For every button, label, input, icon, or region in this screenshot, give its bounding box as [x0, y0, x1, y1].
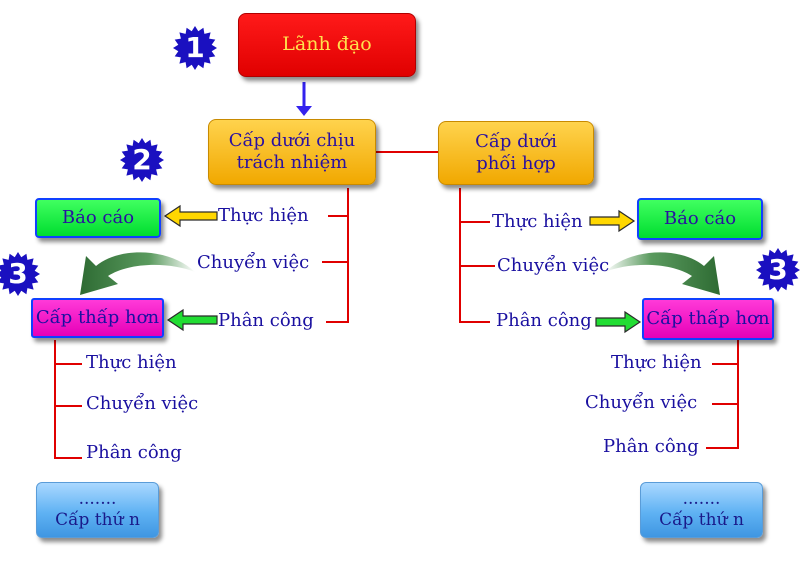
- report-box-left: Báo cáo: [35, 198, 161, 238]
- arrow-left-green-icon: [166, 308, 218, 332]
- connector-coordinate-trunk: [459, 188, 490, 323]
- level-n-dots: .......: [682, 488, 721, 509]
- level-n-label: Cấp thứ n: [659, 510, 744, 530]
- responsible-box: Cấp dưới chịu trách nhiệm: [208, 119, 376, 185]
- badge-number-3-left: 3: [8, 257, 28, 290]
- lower-level-box-left: Cấp thấp hơn: [31, 298, 164, 338]
- lower-right-branch-transfer: Chuyển việc: [585, 392, 698, 413]
- curved-arrow-left-icon: [80, 252, 195, 295]
- lower-left-branch-execute: Thực hiện: [86, 352, 177, 373]
- lower-right-branch-assign: Phân công: [603, 436, 699, 457]
- step-badge-3-left-icon: [0, 252, 40, 296]
- connector-lower-right-trunk: [706, 340, 739, 449]
- level-n-box-left: ....... Cấp thứ n: [36, 482, 159, 538]
- responsible-branch-transfer: Chuyển việc: [197, 252, 310, 273]
- level-n-label: Cấp thứ n: [55, 510, 140, 530]
- step-badge-3-right-icon: [756, 248, 800, 292]
- leader-box: Lãnh đạo: [238, 13, 416, 77]
- badge-number-2: 2: [132, 143, 152, 176]
- arrow-left-yellow-icon: [163, 204, 218, 228]
- responsible-branch-assign: Phân công: [218, 310, 314, 331]
- lower-left-branch-transfer: Chuyển việc: [86, 393, 199, 414]
- step-badge-1-icon: [173, 26, 217, 70]
- report-box-right: Báo cáo: [637, 198, 763, 240]
- level-n-dots: .......: [78, 488, 117, 509]
- coordinate-branch-transfer: Chuyển việc: [497, 255, 610, 276]
- responsible-branch-execute: Thực hiện: [218, 205, 309, 226]
- coordinate-box: Cấp dưới phối hợp: [438, 121, 594, 185]
- curved-arrow-right-icon: [605, 252, 720, 295]
- step-badge-2-icon: [120, 138, 164, 182]
- coordinate-branch-assign: Phân công: [496, 310, 592, 331]
- connector-lines: [54, 151, 739, 459]
- connector-lower-left-trunk: [54, 340, 82, 459]
- connector-responsible-trunk: [326, 188, 349, 323]
- level-n-box-right: ....... Cấp thứ n: [640, 482, 763, 538]
- badge-number-1: 1: [185, 31, 205, 64]
- arrow-right-green-icon: [595, 310, 642, 334]
- badge-number-3-right: 3: [768, 253, 788, 286]
- lower-left-branch-assign: Phân công: [86, 442, 182, 463]
- arrow-right-yellow-icon: [589, 209, 636, 233]
- coordinate-branch-execute: Thực hiện: [492, 211, 583, 232]
- arrow-down-icon: [296, 82, 312, 116]
- lower-right-branch-execute: Thực hiện: [611, 352, 702, 373]
- lower-level-box-right: Cấp thấp hơn: [642, 298, 774, 340]
